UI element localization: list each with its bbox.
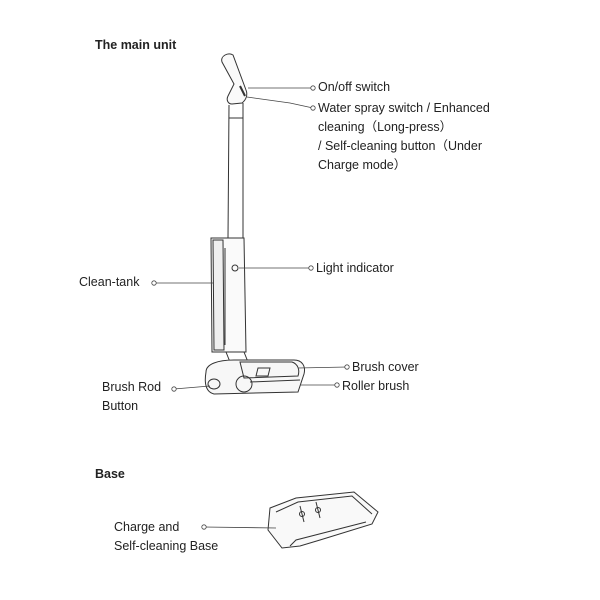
brush-rod-leader-dot xyxy=(171,386,177,392)
charge-base-label: Charge and Self-cleaning Base xyxy=(114,518,218,556)
base-contact-left xyxy=(299,511,305,517)
charge-base-line-1: Charge and xyxy=(114,520,180,534)
spray-switch-line-4: Charge mode） xyxy=(318,158,407,172)
main-unit-title: The main unit xyxy=(95,38,177,52)
roller-leader-dot xyxy=(334,382,340,388)
base-contact-right xyxy=(315,507,321,513)
brush-rod-button-mark xyxy=(207,378,221,390)
onoff-switch-label: On/off switch xyxy=(318,80,391,94)
brush-cover-leader xyxy=(297,366,348,369)
charge-base-line-2: Self-cleaning Base xyxy=(114,539,219,553)
brush-cover-label: Brush cover xyxy=(352,360,419,374)
spray-leader xyxy=(246,96,314,109)
spray-leader-dot xyxy=(310,105,316,111)
roller-brush-label: Roller brush xyxy=(342,379,410,393)
charge-base-leader xyxy=(203,526,277,529)
onoff-leader-dot xyxy=(310,85,316,91)
spray-switch-line-2: cleaning（Long-press） xyxy=(318,120,453,134)
brush-rod-leader xyxy=(173,385,211,390)
light-indicator-dot xyxy=(231,264,239,272)
brush-cover xyxy=(239,361,300,379)
brush-cover-leader-dot xyxy=(344,364,350,370)
roller-brush xyxy=(249,379,301,383)
brush-rod-line-1: Brush Rod xyxy=(102,380,162,394)
spray-switch-line-1: Water spray switch / Enhanced xyxy=(318,101,490,115)
shaft xyxy=(227,103,244,239)
spray-switch-label: Water spray switch / Enhanced cleaning（L… xyxy=(318,99,490,175)
spray-switch-line-3: / Self-cleaning button（Under xyxy=(318,139,482,153)
charge-base-leader-dot xyxy=(201,524,207,530)
charge-base xyxy=(267,491,379,549)
brush-rod-button-label: Brush Rod Button xyxy=(102,378,161,416)
light-leader-dot xyxy=(308,265,314,271)
clean-tank-label: Clean-tank xyxy=(79,275,140,289)
clean-tank xyxy=(212,239,225,351)
roller-brush-end xyxy=(235,375,253,393)
base-title: Base xyxy=(95,467,125,481)
light-indicator-label: Light indicator xyxy=(316,261,394,275)
clean-tank-leader-dot xyxy=(151,280,157,286)
floor-head xyxy=(204,359,305,395)
handle-button xyxy=(239,85,246,97)
brush-rod-line-2: Button xyxy=(102,399,139,413)
handle-grip xyxy=(221,53,248,105)
